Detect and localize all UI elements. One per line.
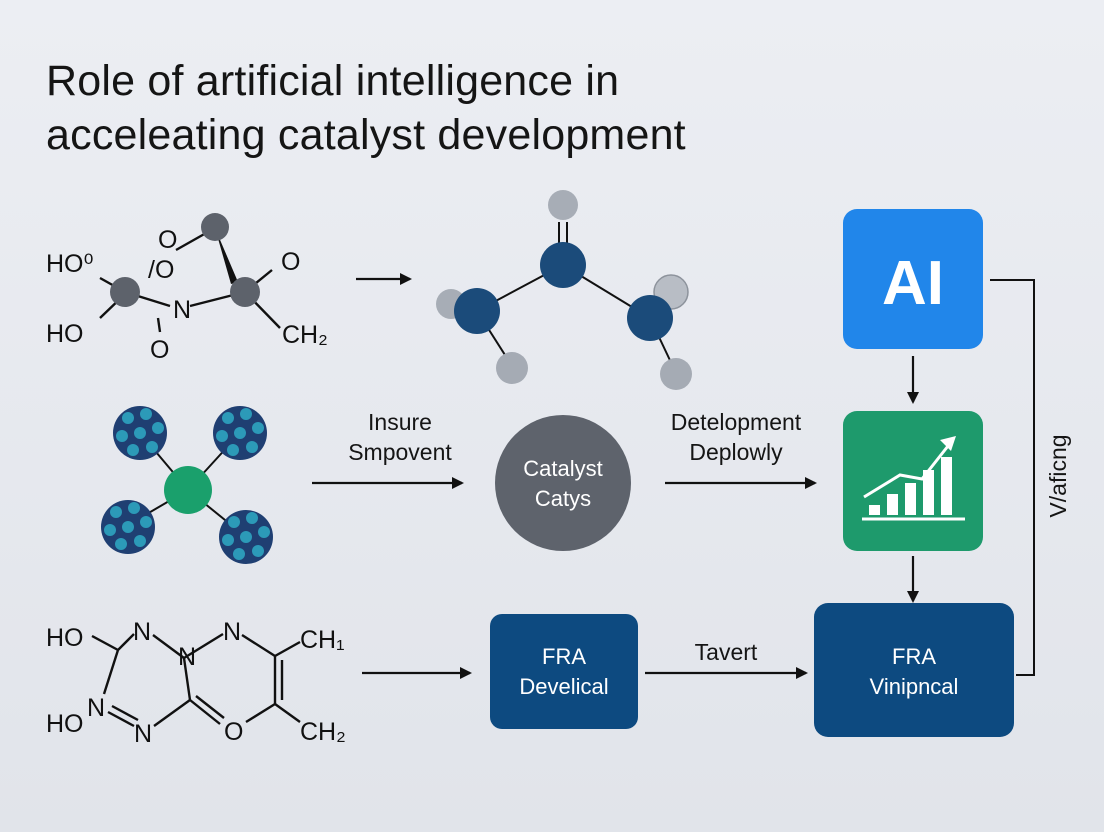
chem-label: HO [46,624,84,652]
atom-node [110,277,140,307]
catalyst-node-line1: Catalyst [523,456,602,481]
ai-box: AI [843,209,983,349]
atom-node [201,213,229,241]
catalyst-node-line2: Catys [535,486,591,511]
chem-label: /O [148,256,174,284]
chem-label: O [158,226,177,254]
input-label-line1: Insure [368,409,432,435]
title-line-2: acceleating catalyst development [46,111,686,159]
chem-label: N [134,720,152,748]
side-label: V/aficng [1045,434,1071,517]
arrow-label-tavert: Tavert [695,639,758,665]
molecule-icon [436,190,692,390]
fra-vinipncal-line1: FRA [892,644,936,669]
chem-label: HO⁰ [46,250,94,278]
fra-develical-line1: FRA [542,644,586,669]
chem-label: O [281,248,300,276]
chem-label: CH₂ [282,321,328,349]
atom-node [230,277,260,307]
fra-develical-box: FRA Develical [490,614,638,729]
growth-chart-icon [843,411,983,551]
chem-label: N [173,296,191,324]
chem-label: N [87,694,105,722]
page-title: Role of artificial intelligence in accel… [46,54,686,162]
chem-label: O [150,336,169,364]
chemical-structure-top: HO⁰ HO O /O O N O CH₂ [46,213,328,364]
fra-vinipncal-line2: Vinipncal [870,674,959,699]
chem-label: CH₁ [300,626,345,654]
chem-label: O [224,718,243,746]
input-label-line2: Smpovent [348,439,452,465]
chem-label: N [178,643,196,671]
fra-vinipncal-box: FRA Vinipncal [814,603,1014,737]
chem-label: CH₂ [300,718,346,746]
catalyst-node: Catalyst Catys [495,415,631,551]
output-label-line2: Deplowly [689,439,783,465]
chem-label: N [223,618,241,646]
fra-develical-line2: Develical [519,674,608,699]
feedback-loop-line [990,279,1035,676]
nanocluster-icon [101,406,273,564]
title-line-1: Role of artificial intelligence in [46,57,620,105]
chem-label: HO [46,710,84,738]
output-label-line1: Detelopment [671,409,802,435]
chemical-structure-bottom: HO N N N CH₁ HO N O CH₂ N [46,618,346,748]
ai-label: AI [882,249,944,318]
chem-label: N [133,618,151,646]
chem-label: HO [46,320,84,348]
